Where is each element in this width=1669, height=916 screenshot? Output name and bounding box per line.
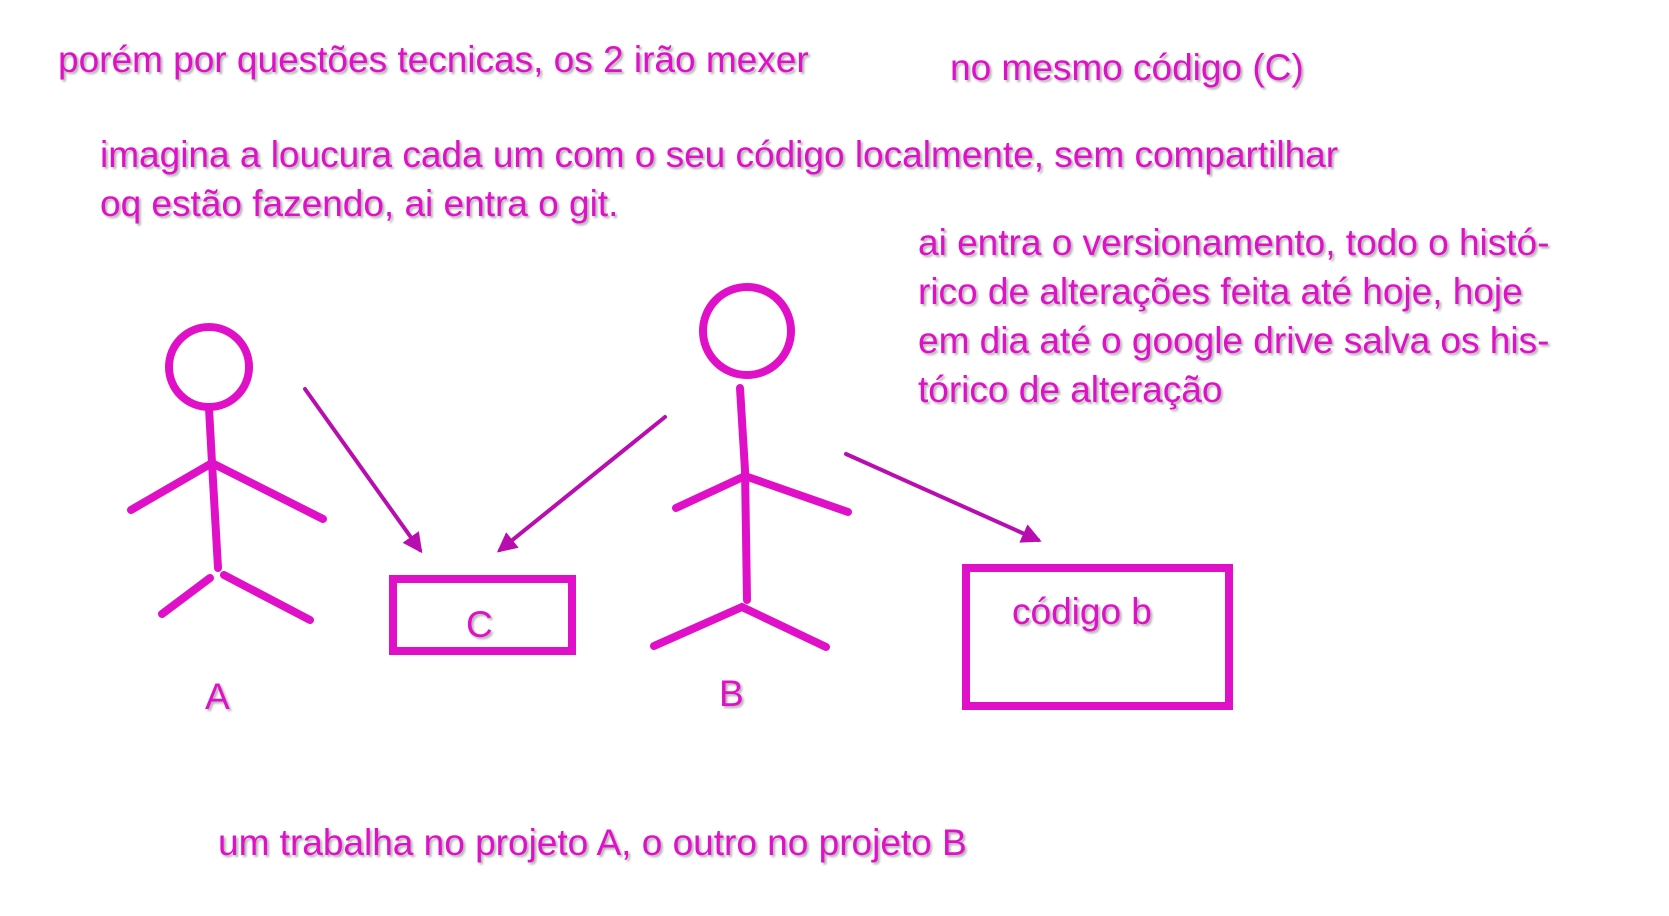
stick-figure-b xyxy=(650,283,852,651)
note-versionamento: ai entra o versionamento, todo o histó- … xyxy=(918,218,1549,414)
shared-code-box xyxy=(389,575,576,655)
note-shared-code-part-2: no mesmo código (C) xyxy=(950,47,1304,88)
note-imagina-line: imagina a loucura cada um com o seu códi… xyxy=(100,134,1339,175)
arrow-b-to-c xyxy=(496,415,667,553)
figure-b-head xyxy=(699,283,795,379)
figure-b-legs xyxy=(650,602,830,651)
note-imagina-line: oq estão fazendo, ai entra o git. xyxy=(100,183,619,224)
figure-b-body xyxy=(736,384,751,604)
figure-a-head xyxy=(165,323,253,411)
figure-a-legs xyxy=(158,571,314,624)
figure-a-arms xyxy=(127,458,327,523)
figure-b-arms xyxy=(672,471,852,516)
arrow-a-to-c xyxy=(303,387,423,554)
shared-code-label: C xyxy=(466,604,493,645)
person-a-label: A xyxy=(205,676,230,717)
arrow-b-to-code-b xyxy=(844,452,1042,543)
code-b-label: código b xyxy=(1012,591,1152,632)
note-versionamento-line: rico de alterações feita até hoje, hoje xyxy=(918,271,1523,312)
note-shared-code-part-1: porém por questões tecnicas, os 2 irão m… xyxy=(58,39,809,80)
note-versionamento-line: tórico de alteração xyxy=(918,369,1223,410)
person-b-label: B xyxy=(719,673,744,714)
note-imagina: imagina a loucura cada um com o seu códi… xyxy=(100,130,1338,228)
note-projects: um trabalha no projeto A, o outro no pro… xyxy=(218,822,967,863)
note-versionamento-line: em dia até o google drive salva os his- xyxy=(918,320,1550,361)
code-b-box xyxy=(962,564,1233,710)
stick-figure-a xyxy=(127,323,327,624)
note-versionamento-line: ai entra o versionamento, todo o histó- xyxy=(918,222,1550,263)
figure-a-body xyxy=(205,404,222,572)
